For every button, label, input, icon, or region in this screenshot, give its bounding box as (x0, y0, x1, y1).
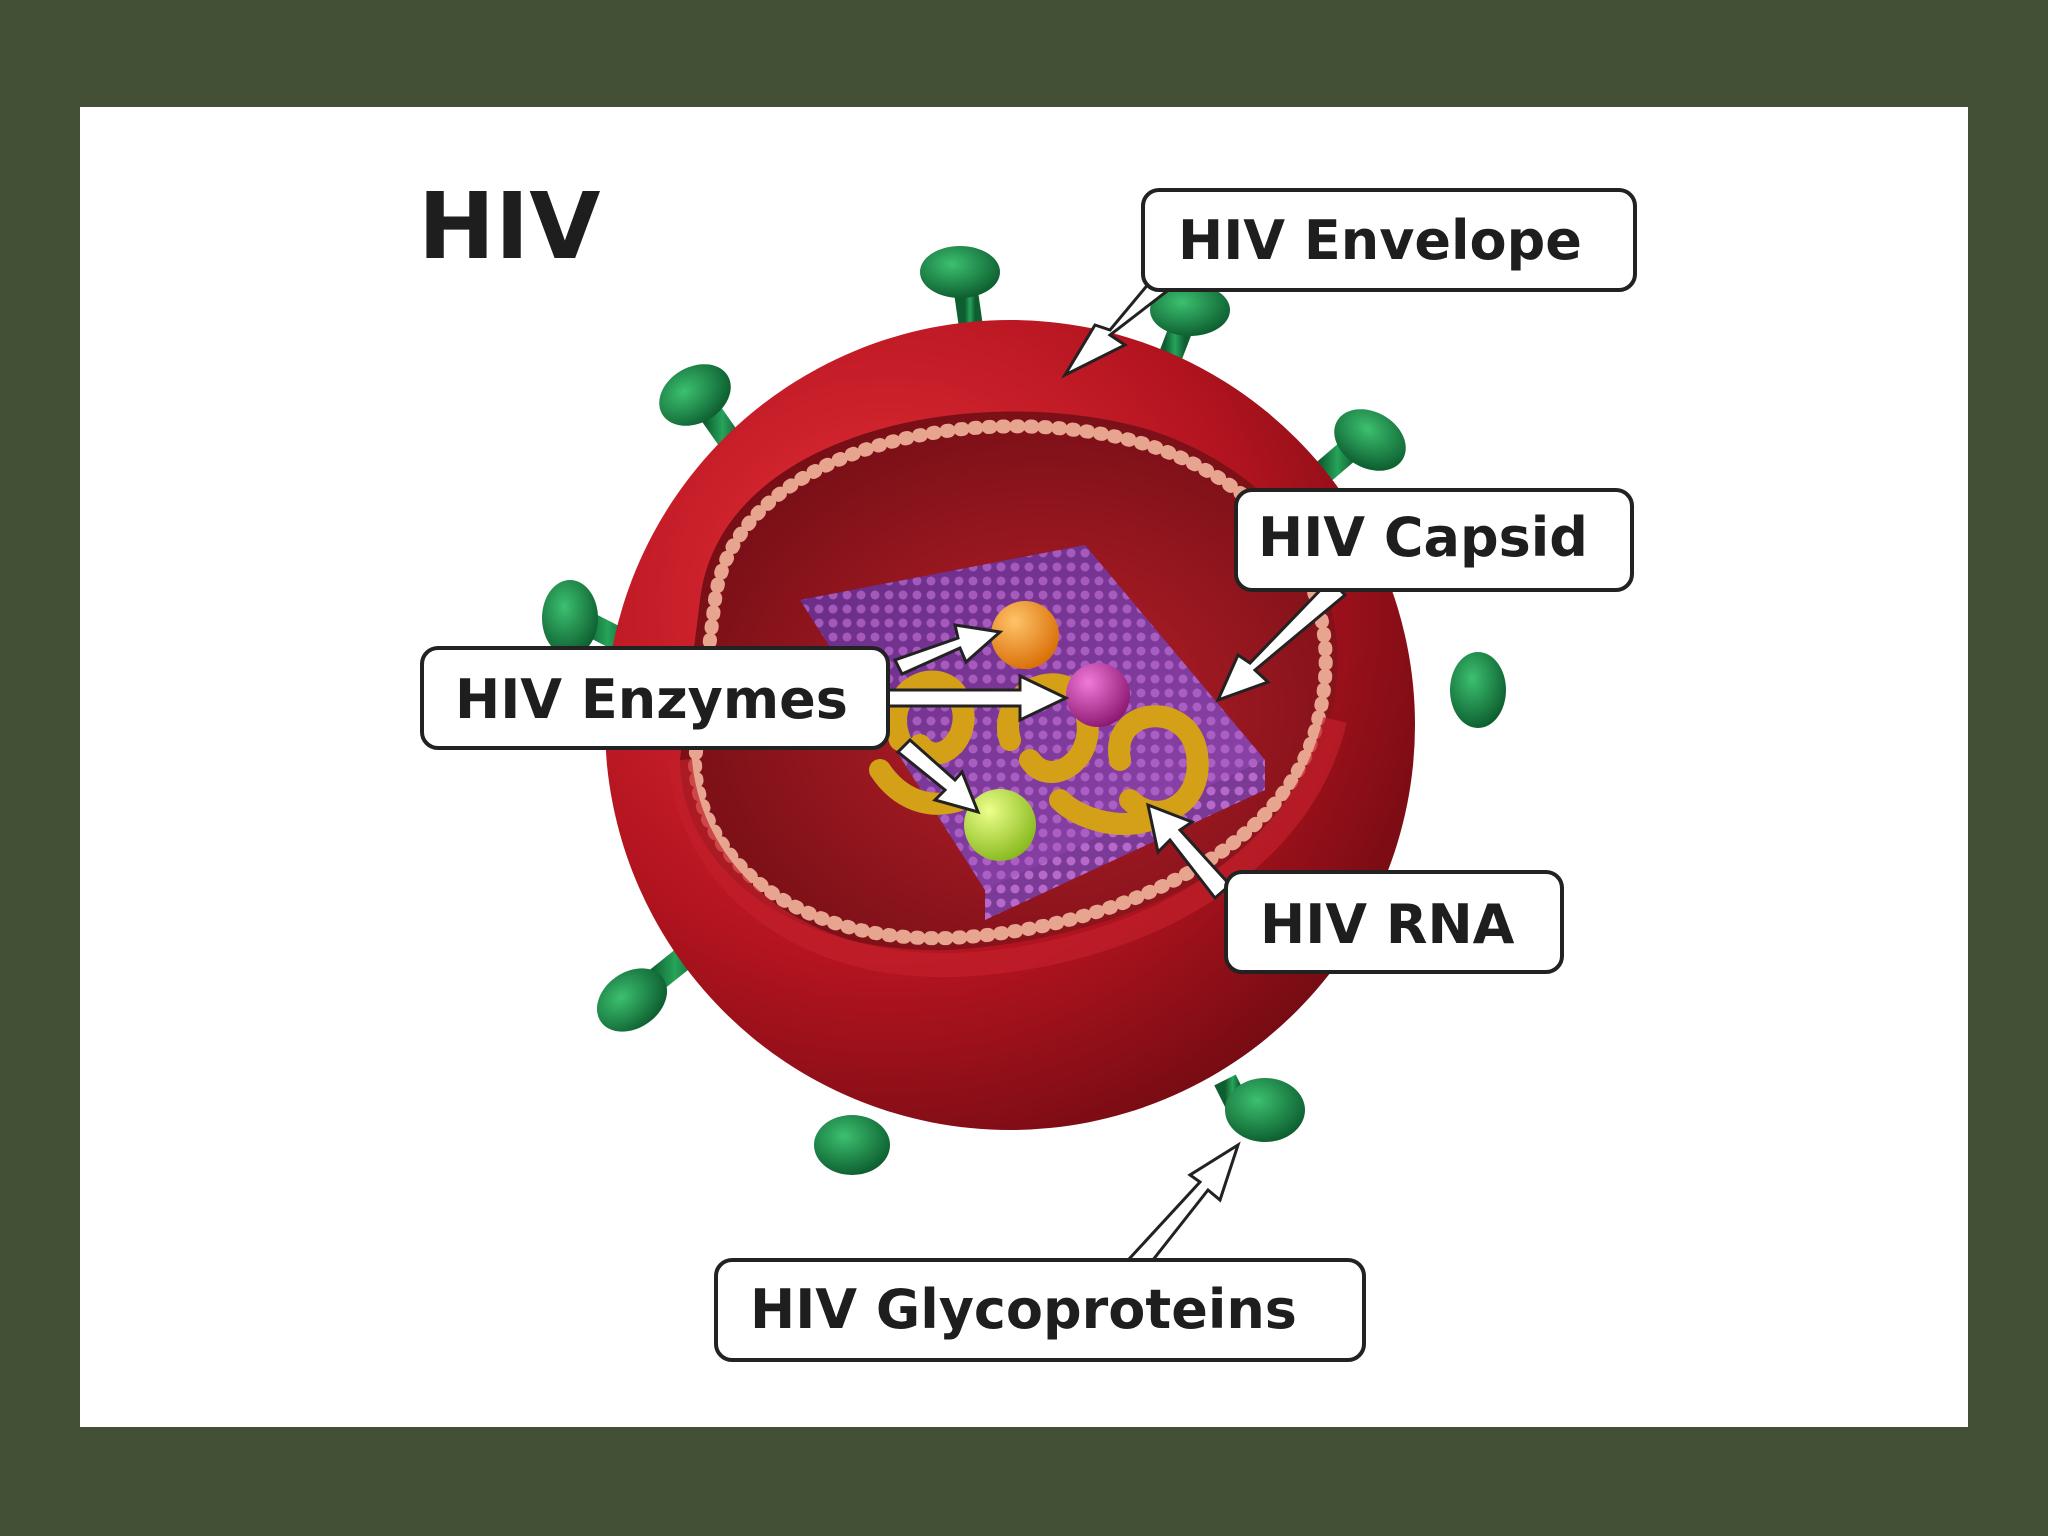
callout-envelope: HIV Envelope (1141, 188, 1637, 292)
callout-rna: HIV RNA (1224, 870, 1564, 974)
label-rna: HIV RNA (1260, 893, 1515, 956)
arrow-enzyme-orange (892, 623, 1004, 676)
label-glycoproteins: HIV Glycoproteins (750, 1278, 1297, 1341)
callout-arrows (878, 267, 1348, 1273)
glycoprotein (1405, 652, 1506, 728)
label-envelope: HIV Envelope (1178, 209, 1582, 272)
callout-glycoproteins: HIV Glycoproteins (714, 1258, 1366, 1362)
arrow-rna (1145, 802, 1233, 901)
arrow-capsid (1215, 577, 1348, 703)
enzyme-lime (964, 789, 1036, 861)
glycoprotein (1214, 1074, 1305, 1142)
arrow-glycoproteins (1127, 1141, 1241, 1273)
glycoprotein (1312, 409, 1406, 485)
enzyme-magenta (1066, 663, 1130, 727)
membrane-layer (687, 419, 1333, 946)
callout-capsid: HIV Capsid (1234, 488, 1634, 592)
arrow-envelope (1061, 267, 1178, 379)
arrow-enzyme-magenta (878, 673, 1070, 723)
enzyme-orange (991, 601, 1059, 669)
diagram-title: HIV (418, 173, 600, 280)
enzymes (964, 601, 1130, 861)
label-capsid: HIV Capsid (1258, 506, 1588, 569)
callout-enzymes: HIV Enzymes (420, 646, 890, 750)
arrow-enzyme-lime (895, 737, 981, 815)
label-enzymes: HIV Enzymes (455, 668, 848, 731)
